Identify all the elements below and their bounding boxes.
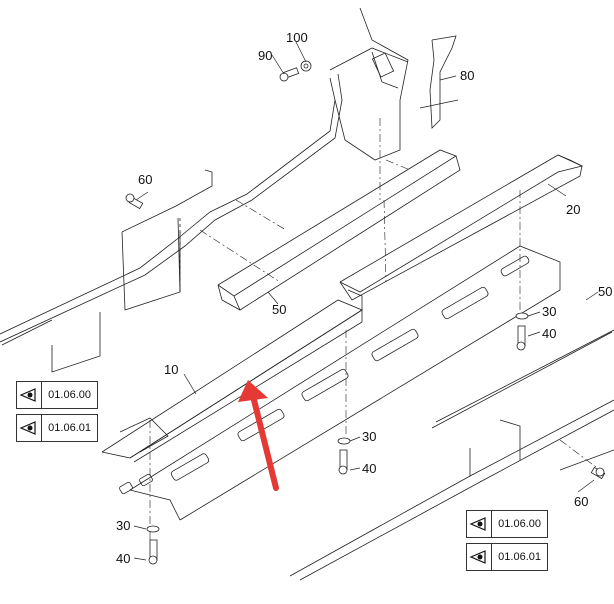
ref-label: 01.06.00 (48, 389, 91, 401)
callout-40-left: 40 (116, 551, 130, 566)
fasteners (125, 60, 606, 565)
callout-30-left: 30 (116, 518, 130, 533)
callout-80: 80 (460, 68, 474, 83)
eye-view-icon (17, 415, 43, 441)
ref-box-right-bottom[interactable]: 01.06.01 (466, 543, 548, 571)
callout-60-lower: 60 (574, 494, 588, 509)
callout-100: 100 (286, 30, 308, 45)
callout-20: 20 (566, 202, 580, 217)
ref-box-right-top[interactable]: 01.06.00 (466, 510, 548, 538)
callout-30-mid: 30 (362, 429, 376, 444)
callout-30-right: 30 (542, 304, 556, 319)
callout-50-upper: 50 (272, 302, 286, 317)
ref-box-left-bottom[interactable]: 01.06.01 (16, 414, 98, 442)
callout-90: 90 (258, 48, 272, 63)
callout-50-right: 50 (598, 284, 612, 299)
leader-lines (133, 41, 599, 561)
highlight-arrow (238, 380, 279, 491)
eye-view-icon (17, 382, 43, 408)
ref-label: 01.06.01 (48, 422, 91, 434)
eye-view-icon (467, 544, 493, 570)
alignment-lines (149, 118, 601, 548)
ref-label: 01.06.00 (498, 518, 541, 530)
callout-40-right: 40 (542, 326, 556, 341)
callout-labels: 100 90 80 60 20 50 50 30 40 10 30 40 60 … (116, 30, 612, 566)
callout-10: 10 (164, 362, 178, 377)
eye-view-icon (467, 511, 493, 537)
callout-60-upper: 60 (138, 172, 152, 187)
ref-box-left-top[interactable]: 01.06.00 (16, 381, 98, 409)
callout-40-mid: 40 (362, 461, 376, 476)
frame-lines (0, 7, 614, 581)
ref-label: 01.06.01 (498, 551, 541, 563)
